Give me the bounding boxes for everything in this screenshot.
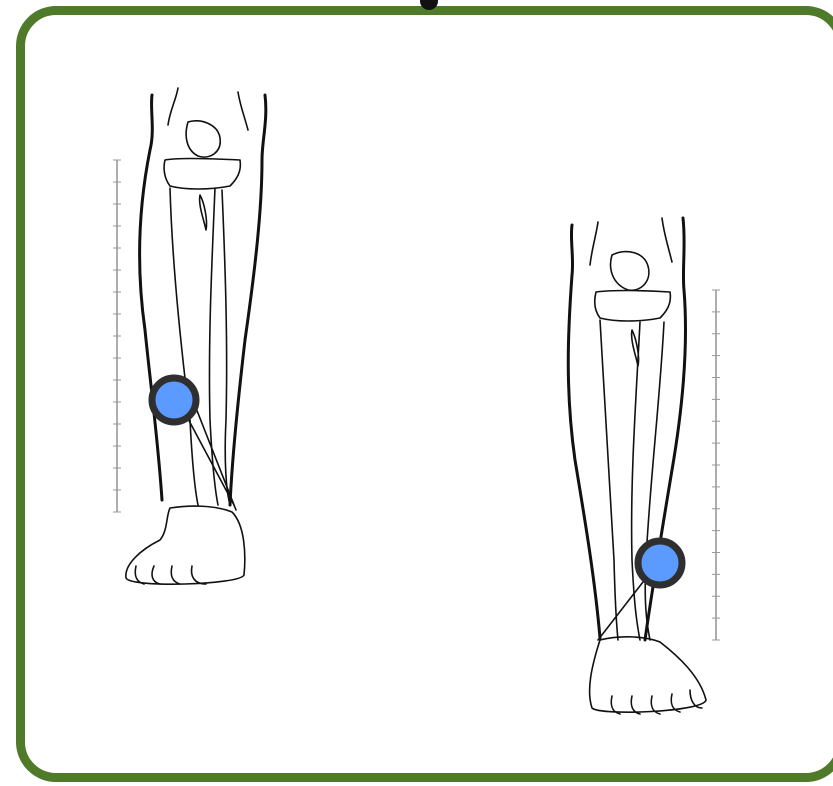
left-tibia-outer	[170, 188, 198, 505]
right-patella	[611, 252, 649, 291]
right-leg-outline-outer	[568, 225, 600, 638]
left-fibula	[222, 190, 230, 505]
left-leg-outline-inner	[230, 95, 266, 505]
left-foot	[126, 506, 245, 584]
right-leg-illustration	[568, 218, 720, 714]
left-tibia-inner	[209, 188, 218, 505]
left-patella	[186, 121, 220, 157]
left-toes	[135, 566, 206, 584]
left-fibula-head	[200, 195, 207, 230]
left-tibia-head	[164, 159, 240, 190]
right-tibia-outer	[600, 320, 618, 640]
right-fibula	[645, 322, 664, 640]
left-leg-marker[interactable]	[152, 378, 196, 422]
right-leg-marker[interactable]	[638, 541, 682, 585]
right-femur	[590, 218, 672, 265]
left-leg-illustration	[113, 88, 266, 584]
right-fibula-head	[632, 330, 639, 366]
left-leg-outline-outer	[140, 95, 162, 500]
right-tibia-head	[595, 291, 671, 322]
right-foot	[590, 637, 706, 712]
